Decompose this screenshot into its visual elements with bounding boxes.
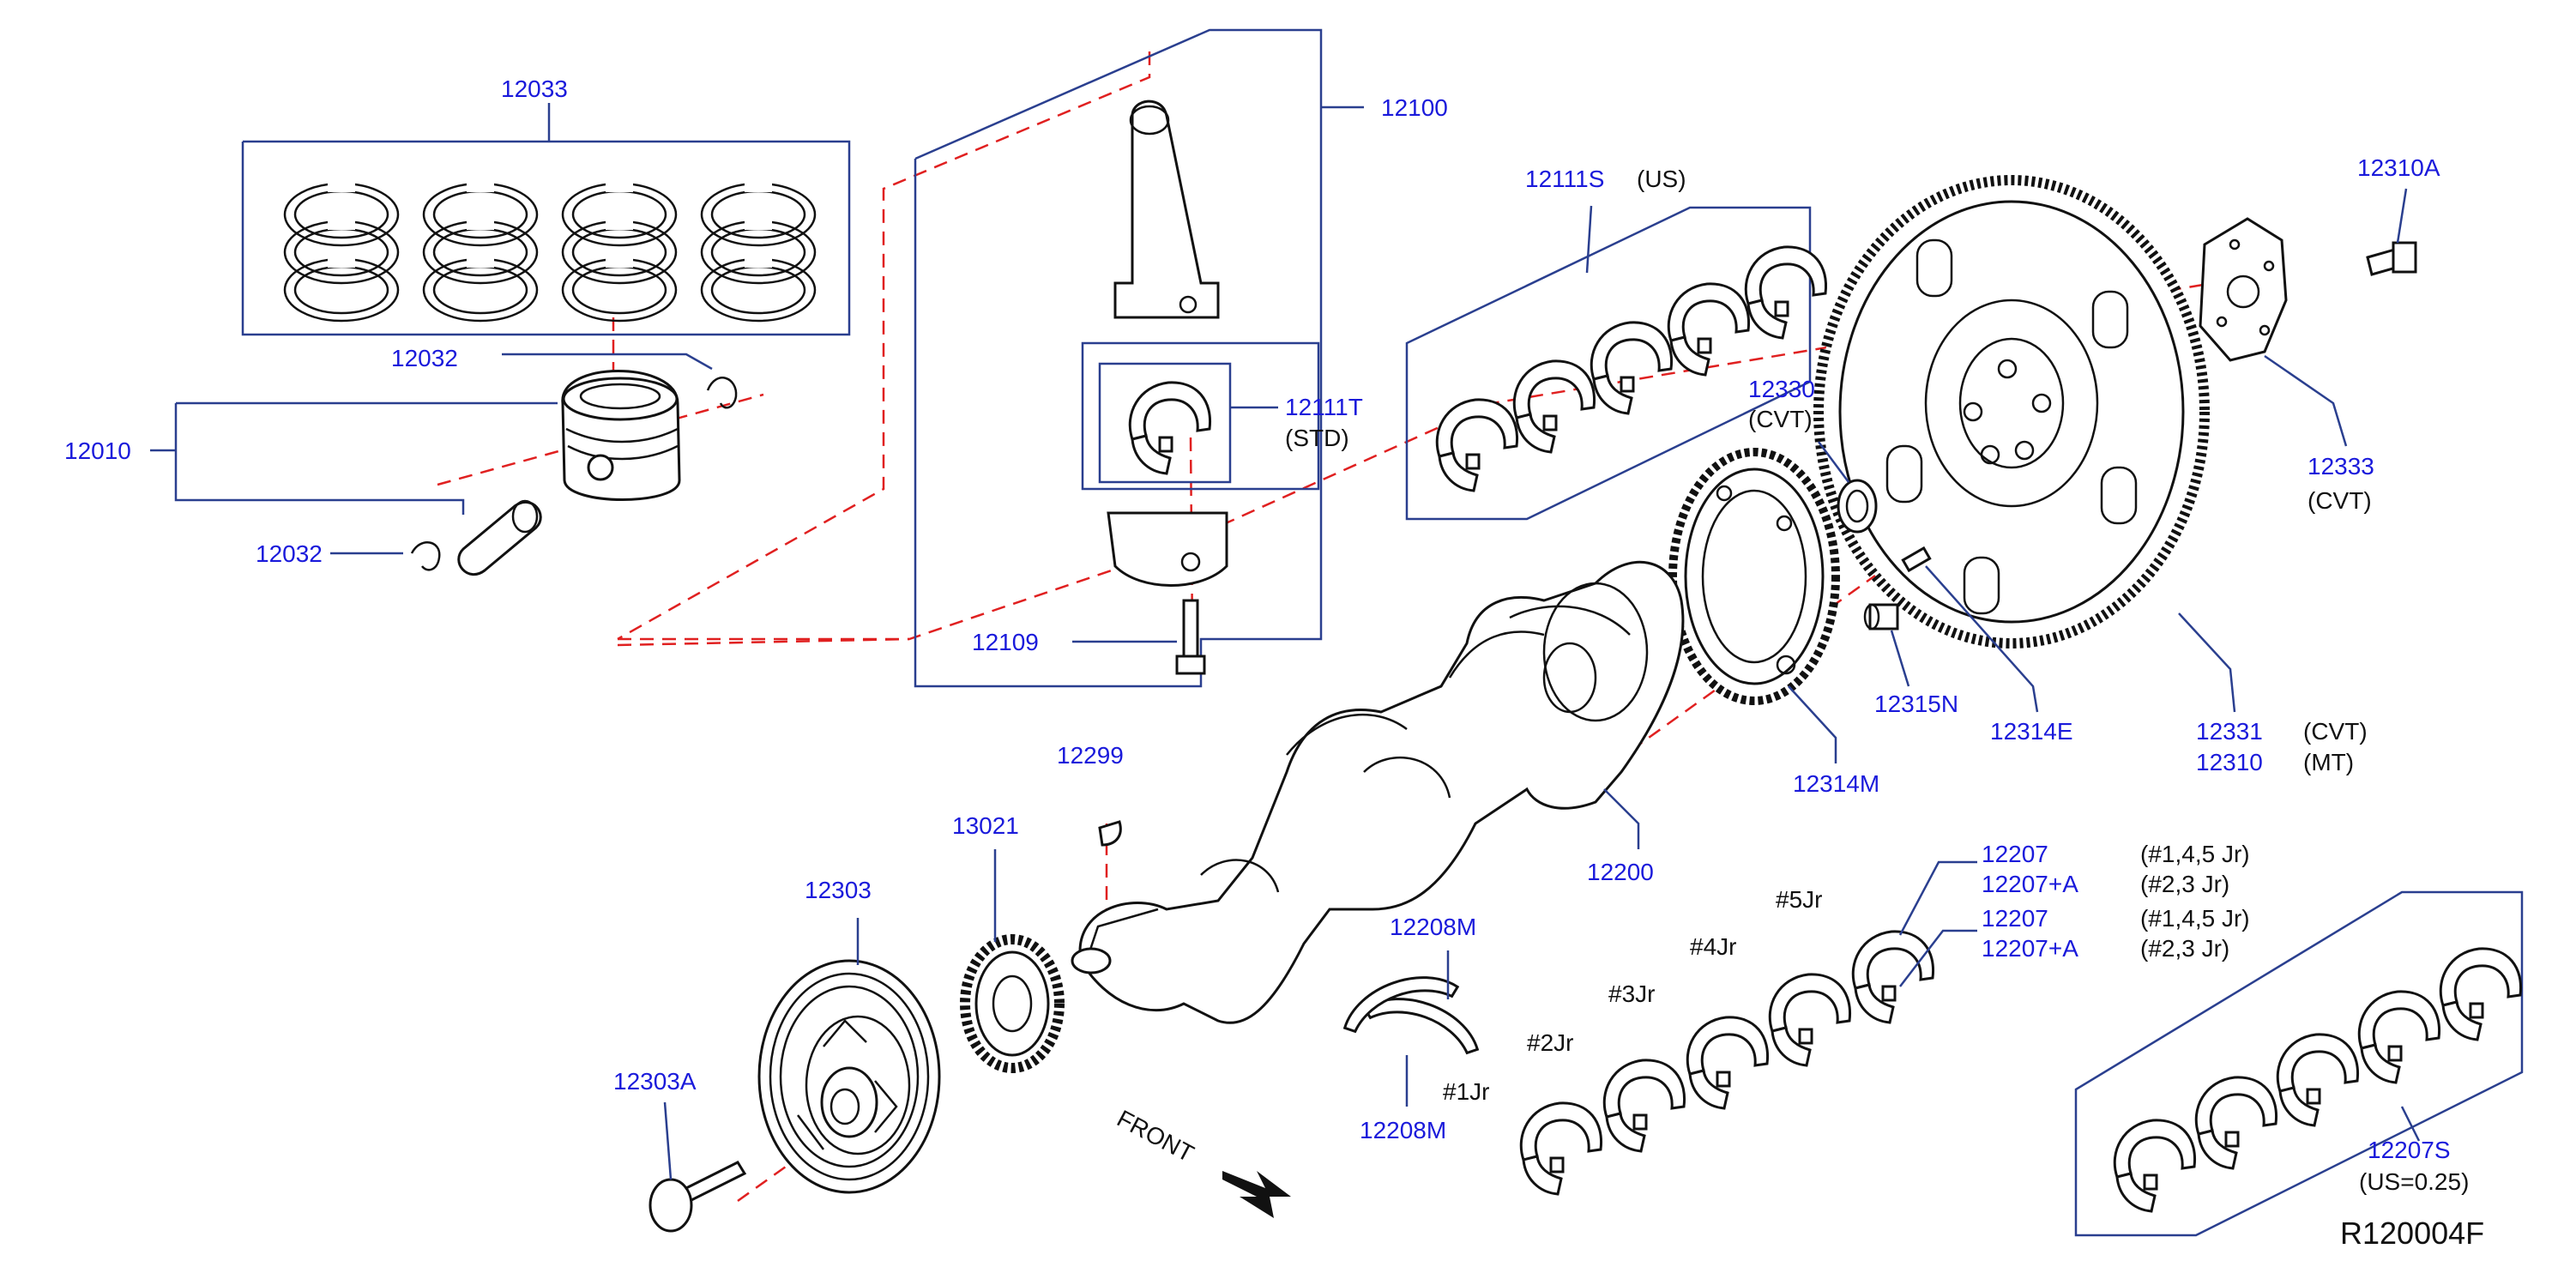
label-12310A: 12310A: [2357, 154, 2440, 181]
piston-ring-set-4: [700, 180, 817, 323]
main-bearing-2: [1602, 1059, 1686, 1153]
main-bearing-set-us: [2074, 890, 2524, 1237]
label-12208M-bottom: 12208M: [1360, 1117, 1446, 1143]
label-12109: 12109: [972, 629, 1039, 655]
piston-ring-set-2: [422, 180, 539, 323]
piston-assembly: [150, 353, 738, 576]
spacer-plate: [2199, 217, 2348, 447]
signal-plate: [1668, 448, 1840, 763]
pulley-bolt: [649, 1101, 747, 1233]
main-bearing-5: [1851, 930, 1935, 1024]
label-12331: 12331: [2196, 718, 2263, 745]
pilot-bushing: [1863, 603, 1910, 687]
front-direction-arrow: [1222, 1171, 1291, 1218]
label-12010: 12010: [64, 437, 131, 464]
label-12207-b: 12207: [1982, 905, 2048, 932]
piston-ring-set-group: [241, 103, 851, 336]
rod-bolt: [1182, 599, 1199, 662]
label-13021: 13021: [952, 812, 1019, 839]
rod-bearing-set-us: [1405, 205, 1828, 521]
note-us: (US): [1637, 166, 1686, 192]
label-12033: 12033: [501, 75, 568, 102]
label-12207a-b: 12207+A: [1982, 935, 2078, 962]
dowel-pin: [1901, 546, 2039, 713]
rod-bearing-std: [1098, 362, 1278, 484]
label-jr2: #2Jr: [1527, 1029, 1573, 1056]
note-12330-cvt: (CVT): [1748, 406, 1813, 432]
note-12310-mt: (MT): [2303, 749, 2354, 775]
piston-pin: [457, 500, 542, 576]
label-jr5: #5Jr: [1776, 886, 1822, 913]
connecting-rod: [1113, 100, 1220, 319]
label-12111S: 12111S: [1525, 166, 1604, 192]
label-12303: 12303: [805, 877, 872, 903]
label-jr3: #3Jr: [1608, 980, 1655, 1007]
label-12200: 12200: [1587, 859, 1654, 885]
woodruff-key: [1098, 820, 1122, 847]
main-bearing-1: [1519, 1101, 1603, 1196]
main-bearings: [1519, 860, 1977, 1196]
reference-code: R120004F: [2340, 1216, 2484, 1251]
label-12310: 12310: [2196, 749, 2263, 775]
note-us025: (US=0.25): [2359, 1168, 2469, 1195]
note-12333-cvt: (CVT): [2308, 487, 2372, 514]
label-12314M: 12314M: [1793, 770, 1879, 797]
label-12207-a: 12207: [1982, 841, 2048, 867]
crankshaft: [1071, 560, 1685, 1024]
label-jr4: #4Jr: [1690, 933, 1736, 960]
label-12303A: 12303A: [613, 1068, 697, 1095]
label-12333: 12333: [2308, 453, 2374, 480]
label-12207a-a: 12207+A: [1982, 871, 2078, 897]
label-12207S: 12207S: [2368, 1137, 2451, 1163]
label-12299: 12299: [1057, 742, 1124, 769]
label-12100: 12100: [1381, 94, 1448, 121]
front-label: FRONT: [1113, 1105, 1198, 1167]
thrust-washers: [1334, 950, 1488, 1107]
note-12331-cvt: (CVT): [2303, 718, 2368, 745]
label-12314E: 12314E: [1990, 718, 2073, 745]
main-bearing-4: [1768, 973, 1852, 1067]
piston-ring-set-3: [561, 180, 678, 323]
flywheel-bolt: [2366, 188, 2417, 276]
note-jr145-b: (#1,4,5 Jr): [2140, 905, 2250, 932]
main-bearing-3: [1686, 1016, 1770, 1110]
note-jr23-a: (#2,3 Jr): [2140, 871, 2229, 897]
note-std: (STD): [1285, 425, 1349, 451]
label-12032-top: 12032: [391, 345, 458, 371]
rod-cap: [1107, 511, 1228, 587]
note-jr23-b: (#2,3 Jr): [2140, 935, 2229, 962]
note-jr145-a: (#1,4,5 Jr): [2140, 841, 2250, 867]
oil-seal: [1817, 441, 1878, 534]
label-12208M-top: 12208M: [1390, 914, 1476, 940]
snap-ring-upper: [706, 377, 738, 409]
crank-sprocket: [960, 849, 1065, 1073]
crank-pulley: [757, 918, 941, 1194]
label-12111T: 12111T: [1285, 394, 1363, 420]
piston-ring-set-1: [283, 180, 400, 323]
label-12315N: 12315N: [1874, 691, 1958, 717]
label-12330: 12330: [1748, 376, 1815, 402]
drive-plate: [1813, 175, 2236, 713]
snap-ring-lower: [410, 541, 441, 571]
label-12032-bottom: 12032: [256, 540, 323, 567]
labels: 12033 12032 12010 12032 12100 12111S (US…: [64, 75, 2484, 1251]
label-jr1: #1Jr: [1443, 1078, 1489, 1105]
connecting-rod-group: [914, 28, 1364, 688]
